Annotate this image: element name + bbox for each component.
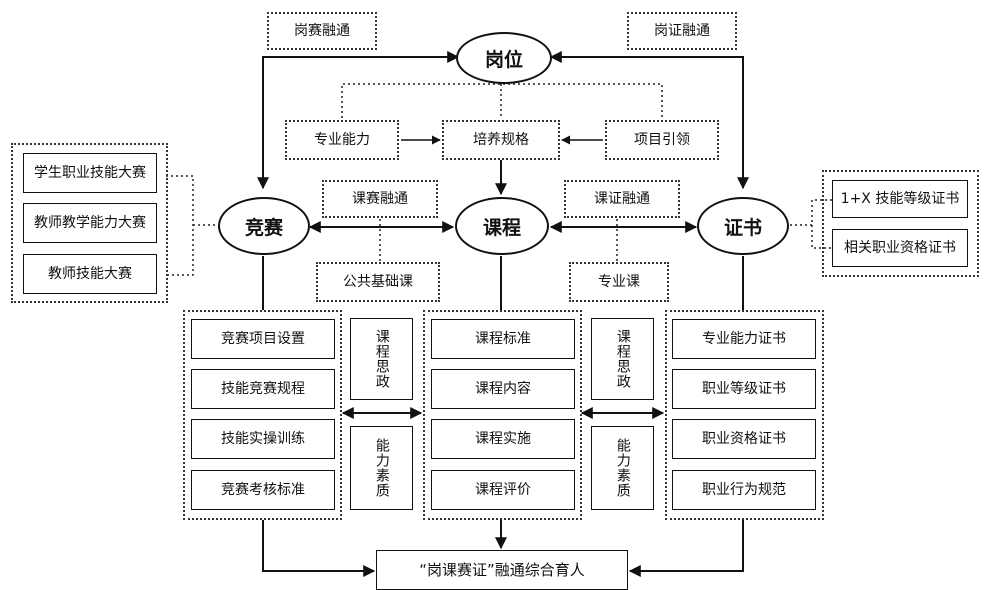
competitions-group [11,143,168,303]
certificate-items-group [665,310,824,520]
right-nengli-suzhi-box: 能力素质 [591,426,654,510]
course-items-group [423,310,582,520]
gangwei-to-jingsai-arrow [257,51,460,190]
certificate-item-box: 职业资格证书 [672,419,816,459]
certificate-item-box: 职业行为规范 [672,470,816,510]
competition-item-box: 技能竞赛规程 [191,369,335,409]
ke-sai-label: 课赛融通 [322,180,438,218]
right-kecheng-sizheng-box: 课程思政 [591,318,654,400]
xiangmu-yinling-box: 项目引领 [605,120,719,160]
gonggong-jichu-ke-box: 公共基础课 [316,262,440,302]
certificates-group [822,170,979,277]
competition-item-box: 技能实操训练 [191,419,335,459]
certificate-box: 相关职业资格证书 [832,229,968,267]
course-item-box: 课程内容 [431,369,575,409]
result-box: “岗课赛证”融通综合育人 [376,550,628,590]
gangwei-to-zhengshu-arrow [549,51,749,190]
certificate-box: 1+X 技能等级证书 [832,180,968,218]
node-gangwei: 岗位 [456,32,552,84]
gang-zheng-label: 岗证融通 [627,12,737,50]
gang-sai-label: 岗赛融通 [267,12,377,50]
zhuanye-nengli-box: 专业能力 [285,120,399,160]
competition-box: 教师教学能力大赛 [23,203,157,243]
competition-box: 学生职业技能大赛 [23,153,157,193]
competition-item-box: 竞赛项目设置 [191,319,335,359]
competition-item-box: 竞赛考核标准 [191,470,335,510]
course-item-box: 课程实施 [431,419,575,459]
left-nengli-suzhi-box: 能力素质 [350,426,413,510]
right-to-result-arrow [628,520,744,577]
node-jingsai: 竞赛 [218,197,310,255]
node-kecheng: 课程 [455,197,549,255]
left-to-result-arrow [262,520,376,577]
course-item-box: 课程评价 [431,470,575,510]
competition-box: 教师技能大赛 [23,254,157,294]
competition-items-group [183,310,342,520]
zhuanye-ke-box: 专业课 [569,262,669,302]
left-kecheng-sizheng-box: 课程思政 [350,318,413,400]
certificate-item-box: 专业能力证书 [672,319,816,359]
peiyang-guige-box: 培养规格 [442,120,560,160]
ke-zheng-label: 课证融通 [564,180,680,218]
course-item-box: 课程标准 [431,319,575,359]
certificate-item-box: 职业等级证书 [672,369,816,409]
node-zhengshu: 证书 [697,197,789,255]
